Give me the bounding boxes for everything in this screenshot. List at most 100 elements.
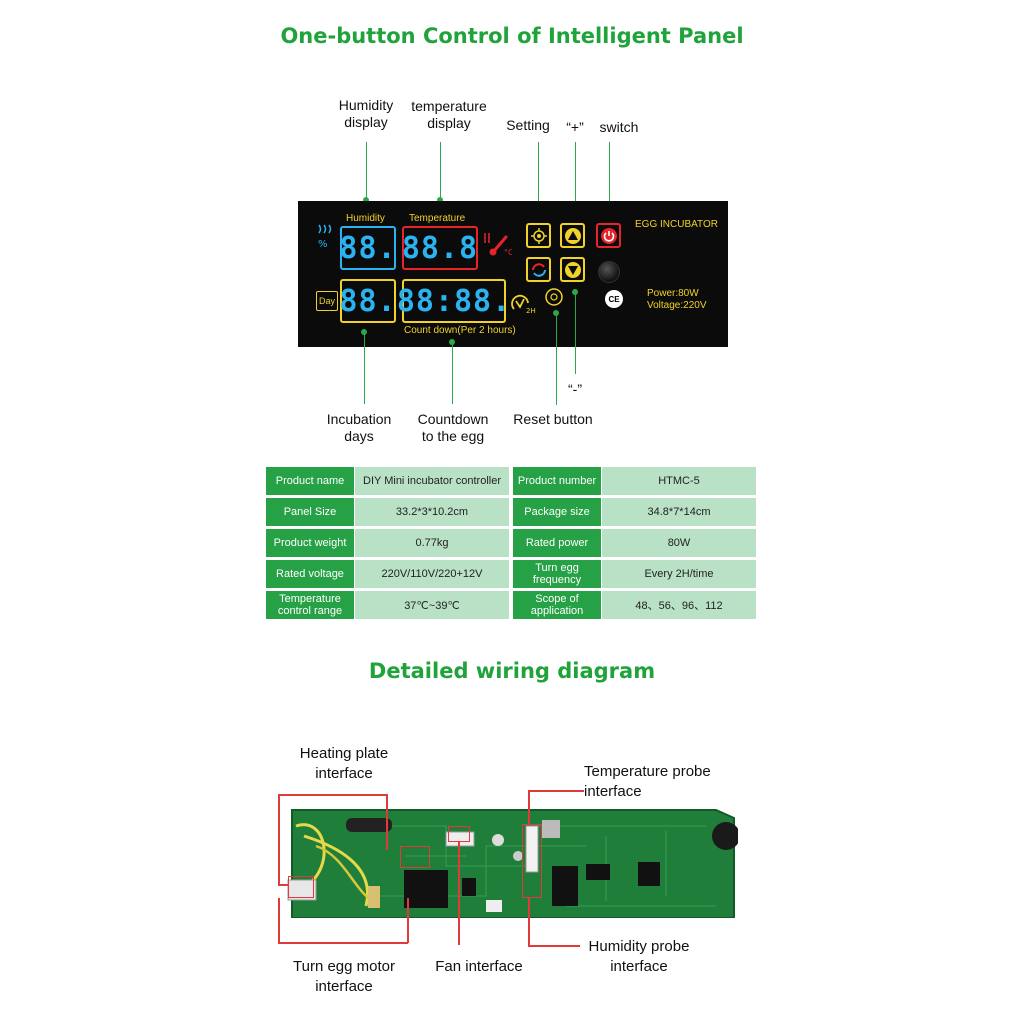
spec-value: 220V/110V/220+12V	[355, 560, 509, 588]
label-turn-egg-motor: Turn egg motor interface	[293, 958, 395, 995]
label-humidity-probe: Humidity probe interface	[588, 938, 690, 975]
day-calendar-icon: Day	[316, 291, 338, 311]
spec-value: 33.2*3*10.2cm	[355, 498, 509, 526]
power-switch-button[interactable]	[596, 223, 621, 248]
leader-heating-left	[278, 794, 280, 884]
spec-value: 34.8*7*14cm	[602, 498, 756, 526]
spec-label: Rated power	[513, 529, 601, 557]
probe-marker	[522, 824, 542, 898]
up-arrow-icon	[564, 227, 581, 244]
spec-value: DIY Mini incubator controller	[355, 467, 509, 495]
leader-temp-probe-horiz	[528, 790, 584, 792]
leader-dot	[553, 310, 559, 316]
leader-reset	[556, 313, 557, 405]
refresh-icon	[531, 262, 546, 277]
leader-switch	[609, 142, 610, 214]
leader-dot	[572, 289, 578, 295]
callout-incubation-days: Incubation days	[326, 411, 392, 444]
callout-switch: switch	[599, 119, 639, 135]
spec-value: 48、56、96、112	[602, 591, 756, 619]
leader-temperature	[440, 142, 441, 200]
temperature-display: 88.8	[402, 226, 478, 270]
wiring-section-title: Detailed wiring diagram	[368, 659, 656, 683]
reset-icon	[545, 288, 563, 306]
callout-minus: “-”	[568, 381, 582, 397]
label-temperature-probe: Temperature probe interface	[584, 763, 711, 800]
power-icon	[600, 227, 617, 244]
leader-hum-probe-vert	[528, 898, 530, 946]
countdown-label: Count down(Per 2 hours)	[404, 325, 516, 336]
svg-text:2H: 2H	[526, 307, 536, 315]
leader-temp-probe-vert	[528, 790, 530, 824]
temperature-label: Temperature	[409, 213, 466, 224]
pcb-board-image	[286, 806, 740, 919]
setting-button[interactable]	[526, 223, 551, 248]
spec-label: Rated voltage	[266, 560, 354, 588]
spec-label: Turn egg frequency	[513, 560, 601, 588]
callout-humidity-display: Humidity display	[338, 97, 394, 130]
leader-hum-probe-horiz	[528, 945, 580, 947]
leader-dot	[361, 329, 367, 335]
callout-temperature-display: temperature display	[411, 98, 487, 131]
egg-turn-icon: 2H	[510, 293, 538, 315]
callout-countdown: Countdown to the egg	[417, 411, 489, 444]
spec-label: Product number	[513, 467, 601, 495]
spec-label: Panel Size	[266, 498, 354, 526]
leader-motor-right	[407, 898, 409, 943]
voltage-rating: Voltage:220V	[647, 300, 707, 311]
spec-label: Product weight	[266, 529, 354, 557]
plus-button[interactable]	[560, 223, 585, 248]
spec-value: Every 2H/time	[602, 560, 756, 588]
label-fan: Fan interface	[435, 958, 523, 975]
ce-mark-icon: CE	[605, 290, 623, 308]
spec-table: Product name DIY Mini incubator controll…	[266, 467, 756, 619]
leader-fan	[458, 842, 460, 945]
leader-motor-bottom	[278, 942, 408, 944]
label-heating-plate: Heating plate interface	[299, 745, 389, 782]
leader-minus	[575, 292, 576, 374]
leader-dot	[437, 197, 443, 203]
leader-heating-right	[386, 794, 388, 850]
leader-setting	[538, 142, 539, 214]
leader-countdown	[452, 342, 453, 404]
spec-value: 37℃~39℃	[355, 591, 509, 619]
callout-setting: Setting	[506, 117, 550, 133]
minus-button[interactable]	[560, 257, 585, 282]
leader-dot	[449, 339, 455, 345]
humidity-display: 88.	[339, 226, 396, 270]
reset-button[interactable]	[544, 287, 564, 307]
leader-motor-left	[278, 898, 280, 942]
thermometer-icon: °C	[482, 229, 514, 257]
spec-value: 80W	[602, 529, 756, 557]
brand-label: EGG INCUBATOR	[635, 219, 718, 230]
setting-icon	[530, 227, 547, 244]
incubation-days-display: 88.	[339, 279, 396, 323]
spec-label: Scope of application	[513, 591, 601, 619]
spec-label: Temperature control range	[266, 591, 354, 619]
svg-text:%: %	[318, 239, 328, 249]
spec-label: Package size	[513, 498, 601, 526]
leader-humidity	[366, 142, 367, 200]
spec-value: HTMC-5	[602, 467, 756, 495]
leader-incubation-days	[364, 332, 365, 404]
refresh-button[interactable]	[526, 257, 551, 282]
heating-plate-marker	[400, 846, 430, 868]
leader-heating-join	[278, 884, 288, 886]
leader-plus	[575, 142, 576, 214]
callout-plus: “+”	[566, 119, 584, 135]
humidity-label: Humidity	[346, 213, 385, 224]
humidity-icon: %	[316, 223, 340, 250]
spec-label: Product name	[266, 467, 354, 495]
down-arrow-icon	[564, 261, 581, 278]
control-panel: % Humidity Temperature 88. 88.8 °C Day 8…	[298, 201, 728, 347]
leader-dot	[363, 197, 369, 203]
svg-text:°C: °C	[504, 248, 512, 257]
indicator-led-icon	[598, 261, 620, 283]
countdown-display: 88:88.	[397, 279, 510, 323]
power-rating: Power:80W	[647, 288, 699, 299]
spec-value: 0.77kg	[355, 529, 509, 557]
turn-egg-motor-marker	[288, 876, 314, 898]
callout-reset: Reset button	[513, 411, 593, 427]
panel-section-title: One-button Control of Intelligent Panel	[280, 24, 744, 48]
fan-marker	[448, 826, 470, 842]
